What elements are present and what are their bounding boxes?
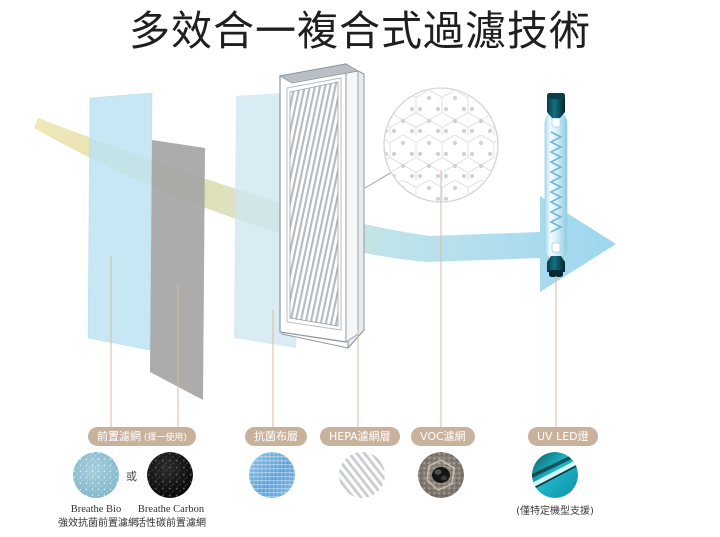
callout-sublabel-pre-filter: (擇一使用) (141, 433, 187, 443)
callout-pill-uv-led-lamp[interactable]: UV LED燈 (528, 427, 598, 446)
callout-pill-hepa-layer[interactable]: HEPA濾網層 (320, 427, 400, 446)
callout-pill-voc-filter[interactable]: VOC濾網 (411, 427, 475, 446)
caption-breathe-carbon-en: Breathe Carbon (137, 504, 205, 515)
pre-filter-panel-icon (87, 92, 153, 351)
caption-breathe-carbon: Breathe Carbon 活性碳前置濾網 (130, 503, 212, 531)
callout-pill-antibacterial-layer[interactable]: 抗菌布層 (245, 427, 307, 446)
callout-label-hepa-layer: HEPA濾網層 (329, 430, 391, 443)
or-separator-label: 或 (126, 470, 137, 483)
callout-label-uv-led-lamp: UV LED燈 (537, 430, 589, 443)
hepa-filter-icon (278, 63, 365, 350)
caption-breathe-bio: Breathe Bio 強效抗菌前置濾網 (58, 503, 138, 531)
callout-label-pre-filter: 前置濾網 (97, 430, 141, 443)
page-title: 多效合一複合式過濾技術 (129, 7, 591, 55)
airflow-arrow-icon (34, 118, 616, 292)
swatch-hepa-pleat (339, 452, 385, 498)
uv-support-note: (僅特定機型支援) (516, 506, 594, 517)
caption-breathe-carbon-zh: 活性碳前置濾網 (136, 518, 206, 529)
swatch-breathe-bio (73, 452, 119, 498)
swatch-uv-beam (532, 452, 578, 498)
swatch-voc-granule (418, 452, 464, 498)
callout-label-voc-filter: VOC濾網 (420, 430, 466, 443)
swatch-antibacterial-cloth (249, 452, 295, 498)
swatch-breathe-carbon (147, 452, 193, 498)
callout-pill-pre-filter[interactable]: 前置濾網 (擇一使用) (88, 427, 196, 446)
voc-honeycomb-zoom-icon (364, 87, 499, 203)
carbon-panel-icon (150, 140, 205, 400)
caption-breathe-bio-zh: 強效抗菌前置濾網 (58, 518, 138, 529)
caption-breathe-bio-en: Breathe Bio (70, 504, 122, 515)
uv-led-lamp-icon (544, 93, 568, 277)
callout-label-antibacterial-layer: 抗菌布層 (254, 430, 298, 443)
leader-lines (110, 170, 557, 428)
